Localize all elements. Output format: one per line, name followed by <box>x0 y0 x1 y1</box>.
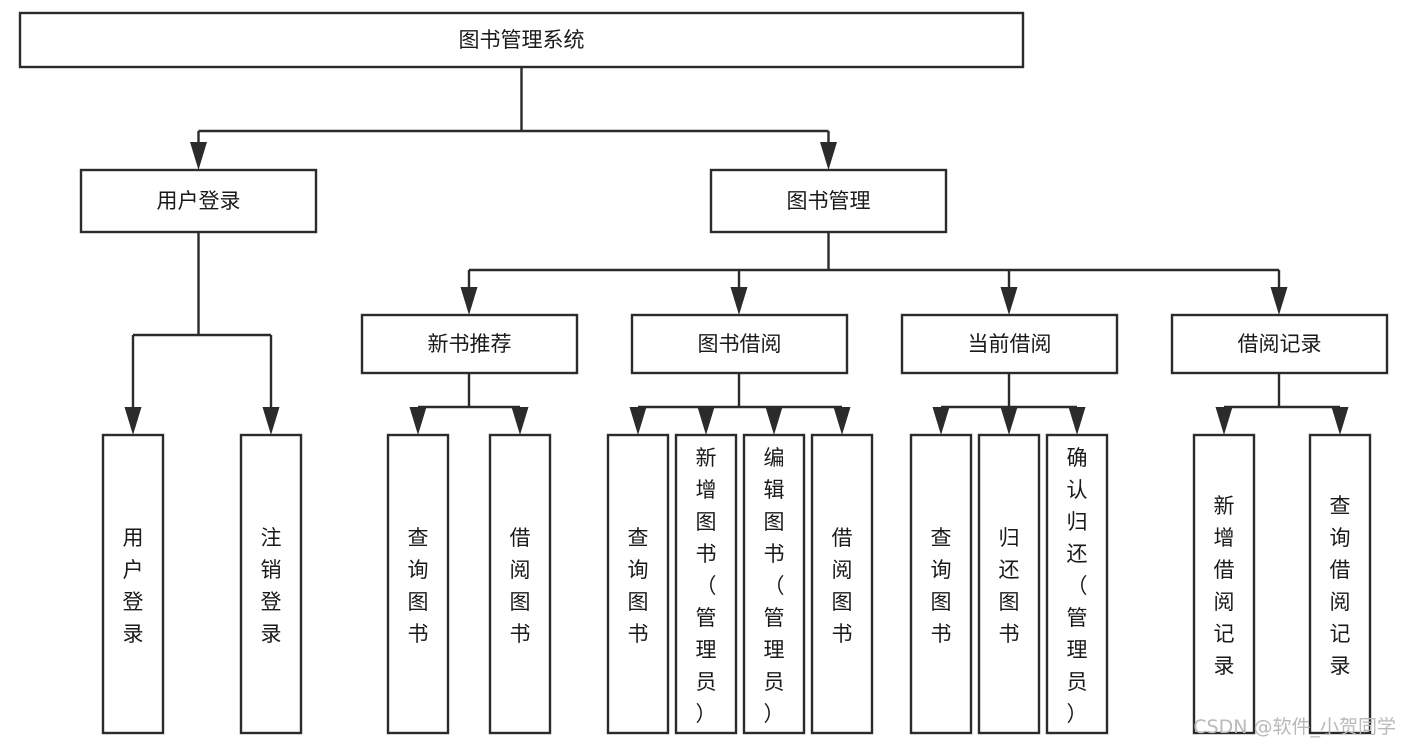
node-root-system[interactable]: 图书管理系统 <box>18 11 1025 69</box>
connector-group-book-borrow-to-leaves <box>629 373 851 435</box>
node-book-manage[interactable]: 图书管理 <box>709 168 948 234</box>
node-label-borrow-record: 借阅记录 <box>1238 332 1322 356</box>
node-current-borrow[interactable]: 当前借阅 <box>900 313 1119 375</box>
arrow-head-leaf-current-borrow-2 <box>1000 407 1018 435</box>
node-label-new-book-recommend: 新书推荐 <box>428 332 512 356</box>
node-label-leaf-borrow-record-1: 新增借阅记录 <box>1214 494 1235 678</box>
node-leaf-book-borrow-1[interactable]: 查询图书 <box>606 433 670 735</box>
arrow-head-book-manage <box>820 142 837 170</box>
node-leaf-book-borrow-2[interactable]: 新增图书（管理员） <box>674 433 738 735</box>
node-user-login[interactable]: 用户登录 <box>79 168 318 234</box>
node-label-leaf-new-book-1: 查询图书 <box>408 526 429 646</box>
node-leaf-current-borrow-1[interactable]: 查询图书 <box>909 433 973 735</box>
node-book-borrow[interactable]: 图书借阅 <box>630 313 849 375</box>
node-label-leaf-user-login-2: 注销登录 <box>261 526 282 646</box>
arrow-head-current-borrow <box>1000 287 1018 315</box>
node-box-user-login[interactable] <box>79 168 318 234</box>
connector-group-root-to-level2 <box>190 67 837 170</box>
node-leaf-borrow-record-1[interactable]: 新增借阅记录 <box>1192 433 1256 735</box>
node-label-book-manage: 图书管理 <box>787 189 871 213</box>
node-leaf-current-borrow-2[interactable]: 归还图书 <box>977 433 1041 735</box>
node-box-leaf-borrow-record-2[interactable] <box>1308 433 1372 735</box>
node-leaf-current-borrow-3[interactable]: 确认归还（管理员） <box>1045 433 1109 735</box>
node-box-book-borrow[interactable] <box>630 313 849 375</box>
node-label-leaf-book-borrow-4: 借阅图书 <box>832 526 853 646</box>
arrow-head-leaf-current-borrow-1 <box>932 407 950 435</box>
node-leaf-new-book-1[interactable]: 查询图书 <box>386 433 450 735</box>
arrow-head-leaf-borrow-record-1 <box>1215 407 1233 435</box>
node-box-leaf-book-borrow-3[interactable] <box>742 433 806 735</box>
node-leaf-borrow-record-2[interactable]: 查询借阅记录 <box>1308 433 1372 735</box>
arrow-head-leaf-new-book-1 <box>409 407 427 435</box>
node-leaf-new-book-2[interactable]: 借阅图书 <box>488 433 552 735</box>
arrow-head-new-book <box>460 287 478 315</box>
watermark-label: CSDN @软件_小贺同学 <box>1193 716 1396 738</box>
arrow-head-leaf-book-borrow-2 <box>697 407 715 435</box>
arrow-head-leaf-borrow-record-2 <box>1331 407 1349 435</box>
node-label-leaf-user-login-1: 用户登录 <box>123 526 144 646</box>
node-label-leaf-current-borrow-2: 归还图书 <box>999 526 1020 646</box>
node-box-book-manage[interactable] <box>709 168 948 234</box>
node-label-leaf-book-borrow-2: 新增图书（管理员） <box>696 446 717 726</box>
arrow-head-leaf-book-borrow-4 <box>833 407 851 435</box>
arrow-head-leaf-book-borrow-1 <box>629 407 647 435</box>
node-label-leaf-current-borrow-1: 查询图书 <box>931 526 952 646</box>
node-label-leaf-borrow-record-2: 查询借阅记录 <box>1330 494 1351 678</box>
node-box-leaf-user-login-1[interactable] <box>101 433 165 735</box>
node-label-current-borrow: 当前借阅 <box>968 332 1052 356</box>
node-box-leaf-book-borrow-2[interactable] <box>674 433 738 735</box>
node-box-leaf-current-borrow-1[interactable] <box>909 433 973 735</box>
node-box-leaf-new-book-1[interactable] <box>386 433 450 735</box>
node-label-leaf-book-borrow-1: 查询图书 <box>628 526 649 646</box>
connector-group-borrow-record-to-leaves <box>1215 373 1349 435</box>
arrow-head-borrow-record <box>1270 287 1288 315</box>
node-label-user-login: 用户登录 <box>157 189 241 213</box>
node-label-leaf-book-borrow-3: 编辑图书（管理员） <box>764 446 785 726</box>
node-new-book-recommend[interactable]: 新书推荐 <box>360 313 579 375</box>
connector-group-new-book-to-leaves <box>409 373 529 435</box>
node-box-leaf-user-login-2[interactable] <box>239 433 303 735</box>
node-box-leaf-current-borrow-3[interactable] <box>1045 433 1109 735</box>
arrow-head-leaf-user-login-1 <box>124 407 142 435</box>
node-leaf-book-borrow-4[interactable]: 借阅图书 <box>810 433 874 735</box>
node-label-book-borrow: 图书借阅 <box>698 332 782 356</box>
connector-group-current-borrow-to-leaves <box>932 373 1086 435</box>
arrow-head-leaf-current-borrow-3 <box>1068 407 1086 435</box>
node-leaf-book-borrow-3[interactable]: 编辑图书（管理员） <box>742 433 806 735</box>
node-leaf-user-login-1[interactable]: 用户登录 <box>101 433 165 735</box>
node-box-leaf-current-borrow-2[interactable] <box>977 433 1041 735</box>
node-box-leaf-book-borrow-1[interactable] <box>606 433 670 735</box>
node-box-leaf-new-book-2[interactable] <box>488 433 552 735</box>
node-box-current-borrow[interactable] <box>900 313 1119 375</box>
node-label-leaf-new-book-2: 借阅图书 <box>510 526 531 646</box>
arrow-head-leaf-book-borrow-3 <box>765 407 783 435</box>
arrow-head-book-borrow <box>730 287 748 315</box>
arrow-head-leaf-user-login-2 <box>262 407 280 435</box>
node-borrow-record[interactable]: 借阅记录 <box>1170 313 1389 375</box>
connector-group-book-manage-to-level3 <box>460 232 1288 315</box>
node-box-borrow-record[interactable] <box>1170 313 1389 375</box>
node-leaf-user-login-2[interactable]: 注销登录 <box>239 433 303 735</box>
node-box-new-book-recommend[interactable] <box>360 313 579 375</box>
node-label-root: 图书管理系统 <box>459 28 585 52</box>
node-label-leaf-current-borrow-3: 确认归还（管理员） <box>1067 446 1088 726</box>
node-box-leaf-borrow-record-1[interactable] <box>1192 433 1256 735</box>
node-box-leaf-book-borrow-4[interactable] <box>810 433 874 735</box>
arrow-head-leaf-new-book-2 <box>511 407 529 435</box>
node-box-root[interactable] <box>18 11 1025 69</box>
connector-group-user-login-to-leaves <box>124 232 280 435</box>
arrow-head-user-login <box>190 142 207 170</box>
